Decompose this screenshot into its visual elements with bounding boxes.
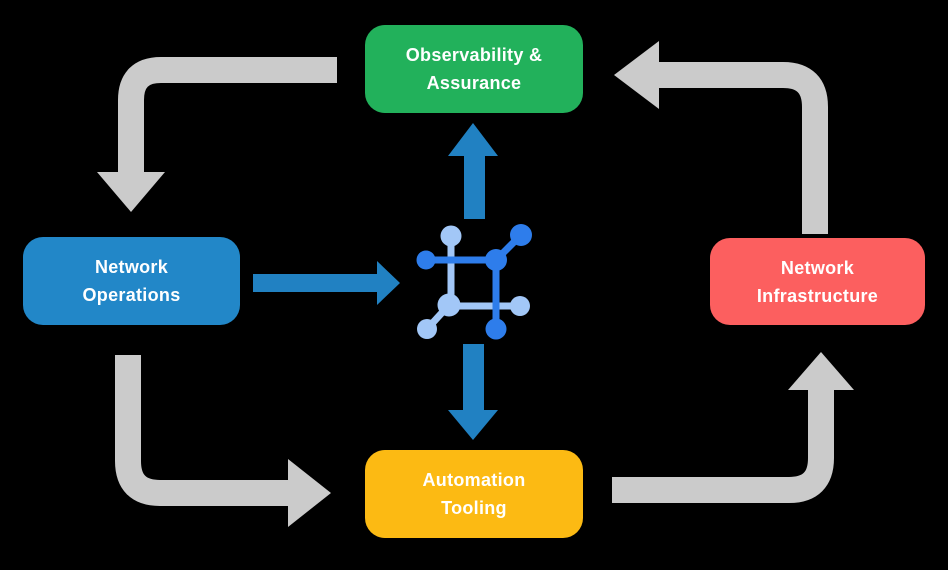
node-label-observability-assurance: Observability & Assurance (405, 45, 543, 93)
node-automation-tooling: Automation Tooling (365, 450, 583, 538)
node-network-infrastructure: Network Infrastructure (710, 238, 925, 325)
node-label-automation-tooling: Automation Tooling (422, 470, 526, 518)
arrow-operations-to-center (253, 261, 400, 305)
network-fabric-icon (416, 224, 532, 340)
arrow-center-to-automation (448, 344, 498, 440)
arrow-operations-to-automation (115, 355, 331, 527)
arrow-automation-to-infrastructure (612, 352, 854, 503)
node-observability-assurance: Observability & Assurance (365, 25, 583, 113)
node-network-operations: Network Operations (23, 237, 240, 325)
arrow-center-to-observability (448, 123, 498, 219)
node-label-network-infrastructure: Network Infrastructure (756, 257, 879, 306)
node-label-network-operations: Network Operations (82, 257, 181, 305)
arrow-infrastructure-to-observability (614, 41, 828, 234)
arrow-observability-to-operations (97, 57, 337, 212)
